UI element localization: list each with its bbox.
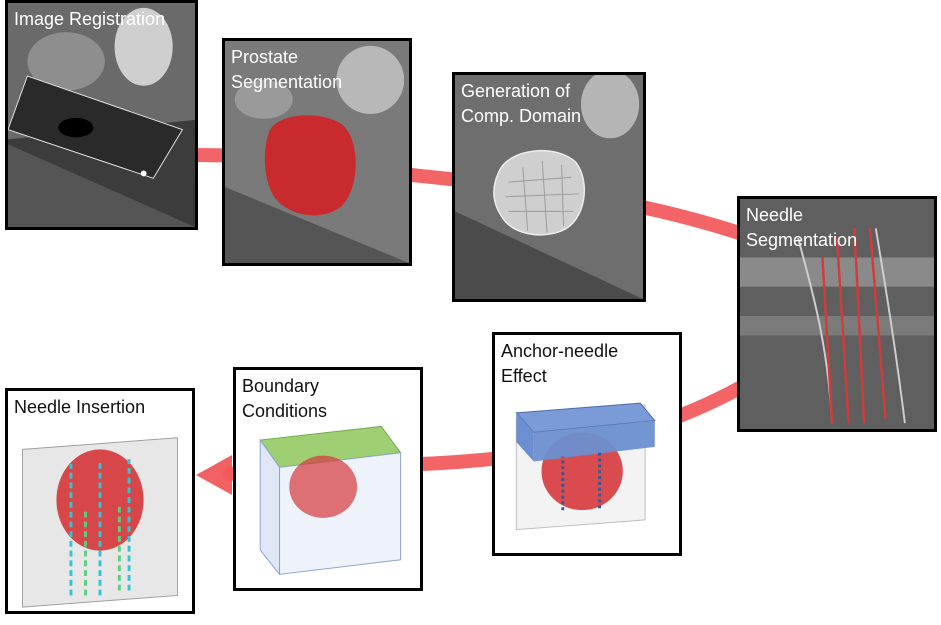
anchor-needle-icon bbox=[495, 335, 679, 553]
panel-boundary-conditions: Boundary Conditions bbox=[233, 367, 423, 591]
step-label-computational-domain: Generation of Comp. Domain bbox=[461, 81, 582, 126]
prostate-segmentation-icon bbox=[225, 41, 409, 263]
needle-segmentation-icon bbox=[740, 199, 934, 429]
panel-needle-insertion: Needle Insertion bbox=[5, 388, 195, 614]
mri-registration-icon bbox=[8, 3, 195, 227]
panel-computational-domain: Generation of Comp. Domain bbox=[452, 72, 646, 302]
step-label-anchor-needle-effect: Anchor-needle Effect bbox=[501, 341, 619, 386]
panel-anchor-needle-effect: Anchor-needle Effect bbox=[492, 332, 682, 556]
panel-image-registration: Image Registration bbox=[5, 0, 198, 230]
step-label-needle-insertion: Needle Insertion bbox=[14, 397, 146, 417]
step-label-needle-segmentation: Needle Segmentation bbox=[746, 205, 858, 250]
panel-needle-segmentation: Needle Segmentation bbox=[737, 196, 937, 432]
step-label-boundary-conditions: Boundary Conditions bbox=[242, 376, 328, 421]
needle-insertion-icon bbox=[8, 391, 192, 611]
computational-domain-icon bbox=[455, 75, 643, 299]
boundary-conditions-icon bbox=[236, 370, 420, 588]
step-label-image-registration: Image Registration bbox=[14, 9, 166, 29]
step-label-prostate-segmentation: Prostate Segmentation bbox=[231, 47, 343, 92]
panel-prostate-segmentation: Prostate Segmentation bbox=[222, 38, 412, 266]
